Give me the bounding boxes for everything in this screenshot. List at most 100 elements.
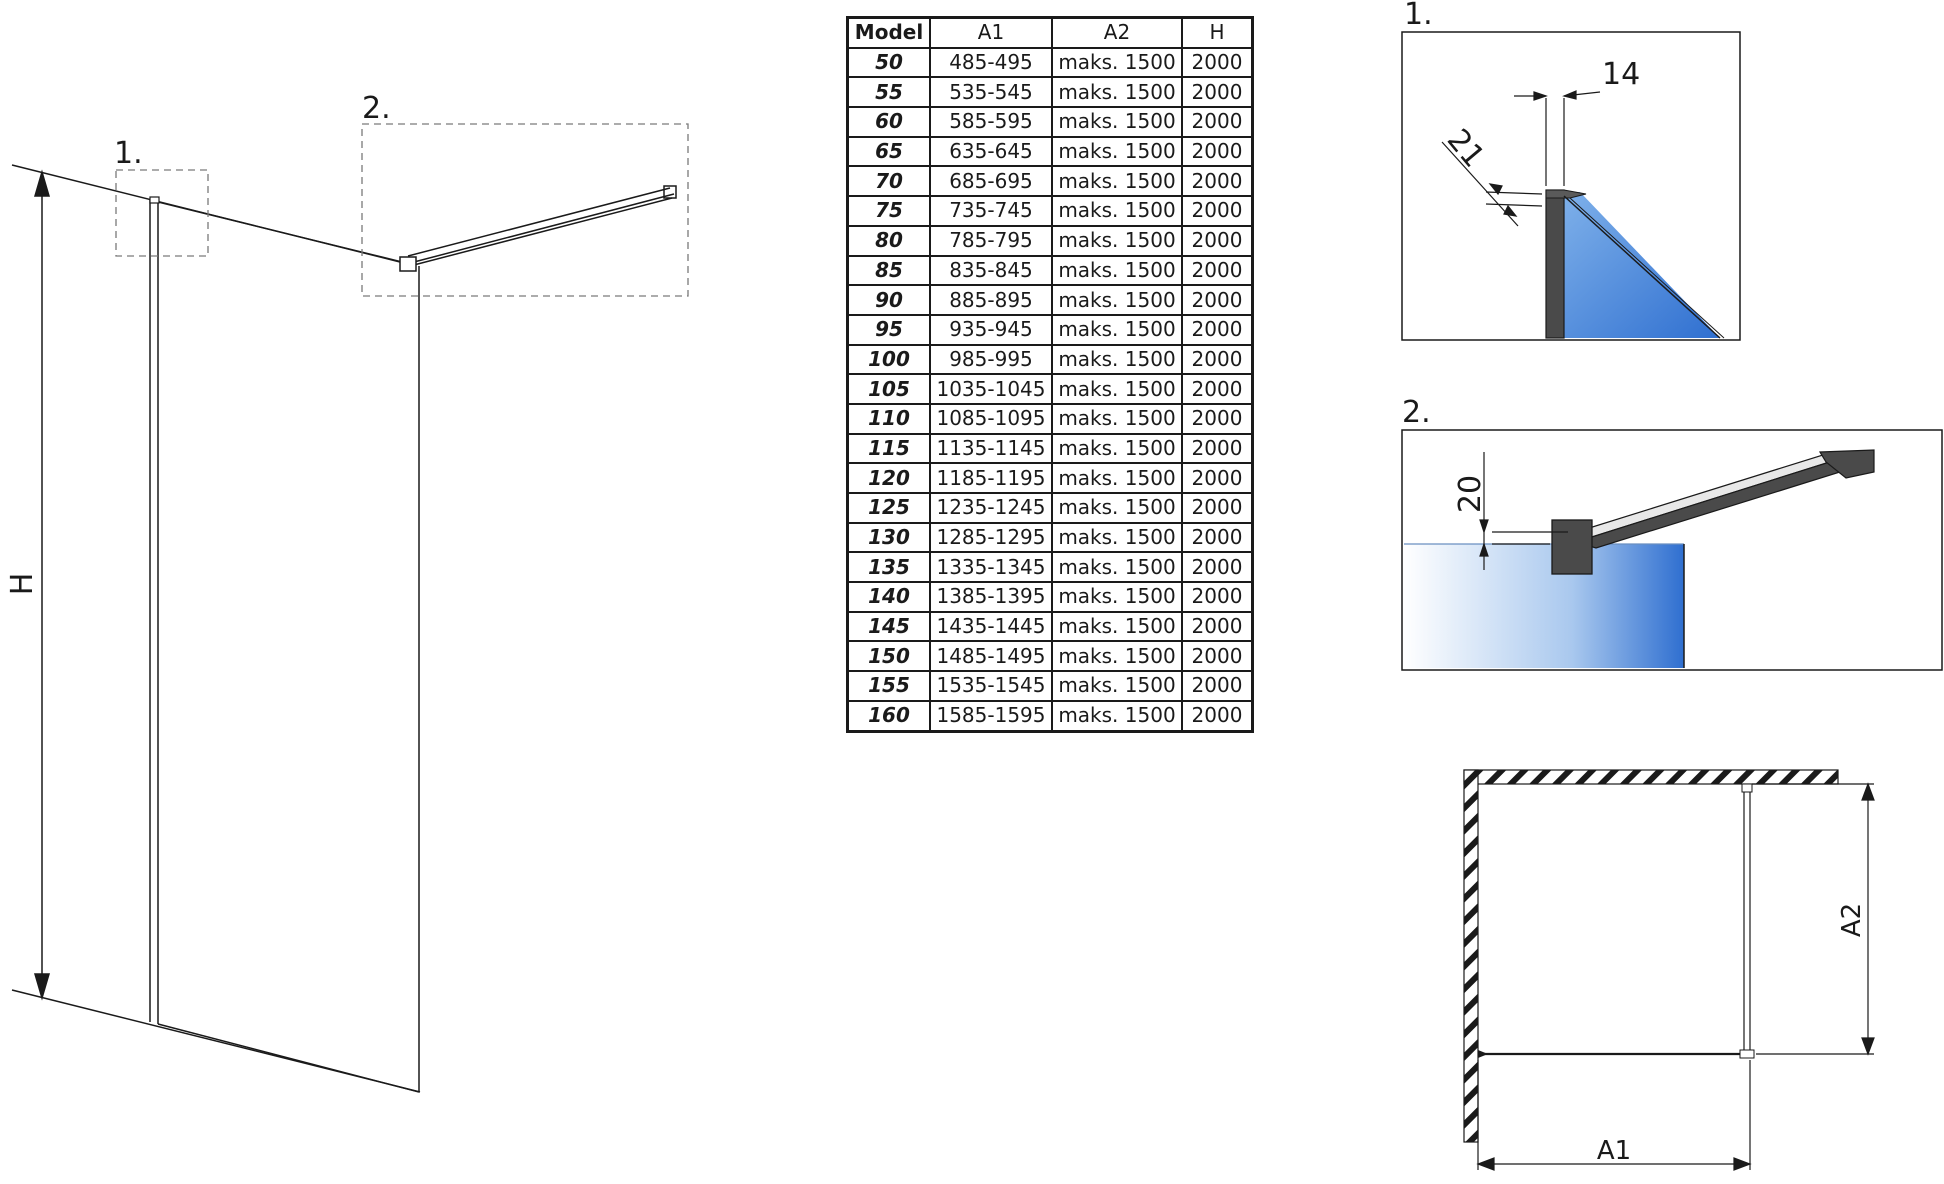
a1-cell: 485-495 xyxy=(929,46,1053,79)
a1-cell: 885-895 xyxy=(929,284,1053,316)
h-cell: 2000 xyxy=(1181,284,1254,316)
plan-drawing: A2 A1 xyxy=(1463,769,1875,1171)
detail-1-profile-top xyxy=(1545,189,1587,199)
h-cell: 2000 xyxy=(1181,699,1254,733)
a1-cell: 935-945 xyxy=(929,313,1053,346)
a2-cell: maks. 1500 xyxy=(1051,521,1183,554)
a2-cell: maks. 1500 xyxy=(1051,402,1183,435)
model-cell: 50 xyxy=(846,46,931,79)
a1-cell: 535-545 xyxy=(929,76,1053,109)
a2-cell: maks. 1500 xyxy=(1051,581,1183,613)
a2-cell: maks. 1500 xyxy=(1051,76,1183,109)
h-cell: 2000 xyxy=(1181,313,1254,346)
model-cell: 90 xyxy=(846,284,931,316)
h-cell: 2000 xyxy=(1181,343,1254,376)
a2-cell: maks. 1500 xyxy=(1051,195,1183,227)
h-cell: 2000 xyxy=(1181,254,1254,287)
a2-cell: maks. 1500 xyxy=(1051,551,1183,584)
a2-cell: maks. 1500 xyxy=(1051,699,1183,733)
a1-cell: 1185-1195 xyxy=(929,462,1053,494)
detail-2-label: 2. xyxy=(1402,395,1431,430)
plan-dim-a2 xyxy=(1752,782,1875,1056)
model-cell: 105 xyxy=(846,373,931,405)
detail-1-dim-14 xyxy=(1514,90,1601,186)
h-cell: 2000 xyxy=(1181,581,1254,613)
model-cell: 120 xyxy=(846,462,931,494)
model-cell: 65 xyxy=(846,135,931,168)
h-cell: 2000 xyxy=(1181,610,1254,643)
callout-box-1 xyxy=(115,169,209,257)
plan-dim-a1-label: A1 xyxy=(1597,1136,1631,1166)
plan-dim-a2-label: A2 xyxy=(1837,903,1867,937)
model-cell: 60 xyxy=(846,106,931,138)
a2-cell: maks. 1500 xyxy=(1051,492,1183,524)
a2-cell: maks. 1500 xyxy=(1051,106,1183,138)
a1-cell: 685-695 xyxy=(929,165,1053,198)
a2-cell: maks. 1500 xyxy=(1051,640,1183,673)
model-cell: 160 xyxy=(846,699,931,733)
a2-cell: maks. 1500 xyxy=(1051,343,1183,376)
a2-cell: maks. 1500 xyxy=(1051,165,1183,198)
model-cell: 140 xyxy=(846,581,931,613)
h-cell: 2000 xyxy=(1181,373,1254,405)
a1-cell: 1035-1045 xyxy=(929,373,1053,405)
model-cell: 80 xyxy=(846,224,931,257)
detail-2-glass-clamp xyxy=(1551,519,1593,575)
h-cell: 2000 xyxy=(1181,195,1254,227)
model-cell: 70 xyxy=(846,165,931,198)
a1-cell: 735-745 xyxy=(929,195,1053,227)
a1-cell: 785-795 xyxy=(929,224,1053,257)
a2-cell: maks. 1500 xyxy=(1051,224,1183,257)
model-cell: 100 xyxy=(846,343,931,376)
a2-cell: maks. 1500 xyxy=(1051,313,1183,346)
model-cell: 130 xyxy=(846,521,931,554)
a1-cell: 1285-1295 xyxy=(929,521,1053,554)
a1-cell: 985-995 xyxy=(929,343,1053,376)
detail-1-wall-profile xyxy=(1545,189,1565,339)
a1-cell: 1485-1495 xyxy=(929,640,1053,673)
model-cell: 85 xyxy=(846,254,931,287)
h-cell: 2000 xyxy=(1181,670,1254,702)
detail-1-drawing: 1. 14 21 xyxy=(1401,0,1741,341)
h-cell: 2000 xyxy=(1181,462,1254,494)
a2-cell: maks. 1500 xyxy=(1051,462,1183,494)
a1-cell: 1385-1395 xyxy=(929,581,1053,613)
h-cell: 2000 xyxy=(1181,640,1254,673)
a2-cell: maks. 1500 xyxy=(1051,373,1183,405)
a1-cell: 1585-1595 xyxy=(929,699,1053,733)
callout-label-2: 2. xyxy=(362,91,391,126)
height-dimension xyxy=(34,169,50,1001)
a1-cell: 635-645 xyxy=(929,135,1053,168)
a2-cell: maks. 1500 xyxy=(1051,284,1183,316)
a2-cell: maks. 1500 xyxy=(1051,670,1183,702)
a2-cell: maks. 1500 xyxy=(1051,254,1183,287)
model-cell: 150 xyxy=(846,640,931,673)
a1-cell: 585-595 xyxy=(929,106,1053,138)
a1-cell: 1435-1445 xyxy=(929,610,1053,643)
callout-box-2 xyxy=(361,123,689,297)
plan-dim-a1 xyxy=(1476,1060,1752,1171)
header-h: H xyxy=(1181,16,1254,49)
plan-side-wall xyxy=(1463,769,1479,1143)
a1-cell: 1085-1095 xyxy=(929,402,1053,435)
header-model: Model xyxy=(846,16,931,49)
detail-2-glass xyxy=(1404,544,1684,668)
detail-2-dim-20 xyxy=(1479,452,1568,570)
